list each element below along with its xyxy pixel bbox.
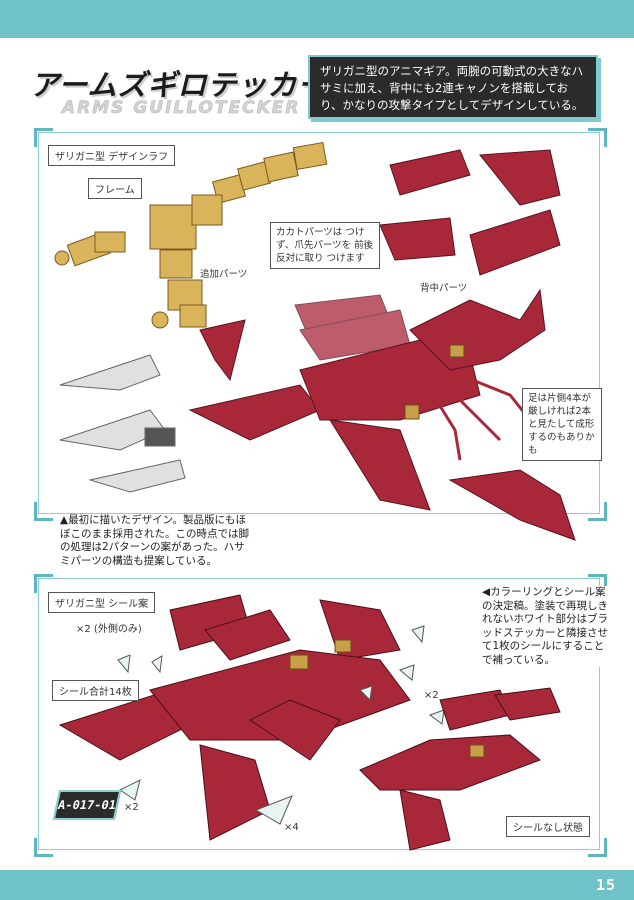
frame-corner [34, 838, 53, 857]
note-back-parts: 背中パーツ [420, 283, 468, 294]
caption-rough: ▲最初に描いたデザイン。製品版にもほぼこのまま採用された。この時点では脚の処理は… [60, 514, 250, 568]
frame-corner [588, 574, 607, 593]
frame-corner [588, 502, 607, 521]
note-x2-left: ×2 [124, 802, 139, 813]
top-accent-bar [0, 0, 634, 38]
note-sticker-total: シール合計14枚 [52, 680, 139, 701]
bottom-accent-bar: 15 [0, 870, 634, 900]
section-label-sticker: ザリガニ型 シール案 [48, 592, 156, 613]
frame-corner [34, 128, 53, 147]
description-box: ザリガニ型のアニマギア。両腕の可動式の大きなハサミに加え、背中にも2連キャノンを… [308, 55, 598, 119]
frame-corner [34, 502, 53, 521]
note-shell: カカトパーツは つけず、爪先パーツを 前後反対に取り つけます [270, 222, 380, 269]
sticker-plan-frame [38, 578, 600, 850]
note-x2-outer: ×2 (外側のみ) [76, 624, 142, 635]
model-number-badge: A-017-01 [52, 790, 122, 820]
frame-corner [34, 574, 53, 593]
page-subtitle: ARMS GUILLOTECKER [62, 98, 301, 119]
note-legs: 足は片側4本が 厳しければ2本 と見たして成形 するのもありかも [522, 388, 602, 461]
note-x4: ×4 [284, 822, 299, 833]
note-no-sticker: シールなし状態 [506, 816, 590, 837]
frame-corner [588, 838, 607, 857]
design-rough-frame [38, 132, 600, 514]
page-title: アームズギロテッカー [30, 68, 328, 102]
caption-sticker: ◀カラーリングとシール案の決定稿。塗装で再現しきれないホワイト部分はブラッドステ… [482, 586, 608, 667]
page-number: 15 [595, 876, 616, 894]
section-label-rough: ザリガニ型 デザインラフ [48, 145, 176, 166]
note-addparts: 追加パーツ [200, 269, 248, 280]
frame-corner [588, 128, 607, 147]
note-frame: フレーム [88, 178, 142, 199]
note-x2-mid: ×2 [424, 690, 439, 701]
